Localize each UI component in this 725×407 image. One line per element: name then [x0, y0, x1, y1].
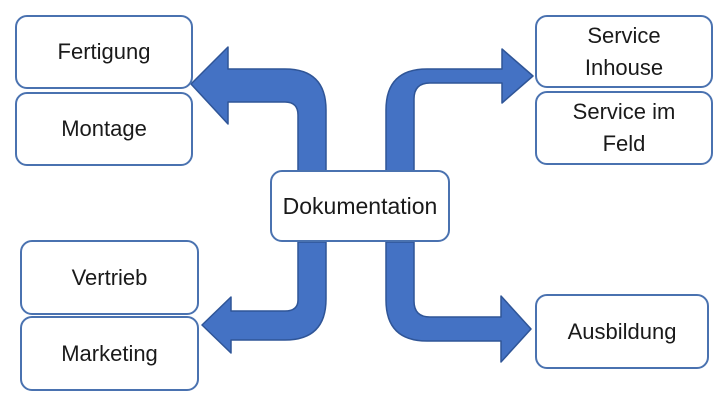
node-marketing-label: Marketing [61, 340, 158, 366]
node-vertrieb-label: Vertrieb [71, 264, 148, 290]
node-vertrieb[interactable]: Vertrieb [20, 240, 199, 315]
node-ausbildung[interactable]: Ausbildung [535, 294, 709, 369]
arrow-to-fertigung [190, 46, 327, 173]
node-dokumentation[interactable]: Dokumentation [270, 170, 450, 242]
node-service-im-feld-label: Service im Feld [572, 99, 676, 156]
node-ausbildung-label: Ausbildung [567, 318, 677, 344]
node-service-inhouse[interactable]: Service Inhouse [535, 15, 713, 88]
arrow-to-ausbildung [385, 241, 532, 363]
node-montage-label: Montage [61, 116, 147, 141]
node-fertigung[interactable]: Fertigung [15, 15, 193, 89]
arrow-to-service [385, 48, 534, 173]
node-montage[interactable]: Montage [15, 92, 193, 166]
node-marketing[interactable]: Marketing [20, 316, 199, 391]
node-dokumentation-label: Dokumentation [282, 193, 438, 219]
node-fertigung-label: Fertigung [57, 39, 151, 64]
node-service-im-feld[interactable]: Service im Feld [535, 91, 713, 165]
node-service-inhouse-label: Service Inhouse [584, 22, 664, 80]
arrow-to-marketing [201, 241, 327, 354]
